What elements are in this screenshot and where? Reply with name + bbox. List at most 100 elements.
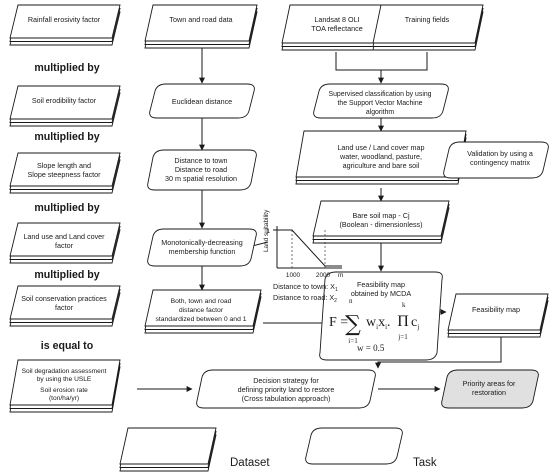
landcover-line-2: water, woodland, pasture, xyxy=(339,152,422,161)
arrow-training-to-svm xyxy=(381,52,428,71)
validation-line-2: contingency matrix xyxy=(470,158,530,167)
dataset-conservation-factor xyxy=(9,285,121,327)
operator-multiplied-2: multiplied by xyxy=(34,131,99,143)
operator-multiplied-4: multiplied by xyxy=(34,269,99,281)
priority-line-1: Priority areas for xyxy=(463,379,516,388)
dataset-slope-factor xyxy=(9,152,121,194)
graph-caption-town: Distance to town: X1 xyxy=(273,282,338,293)
usle-line-3: Soil erosion rate xyxy=(40,387,88,394)
membership-line-1: Monotonically-decreasing xyxy=(161,238,243,247)
formula-pi-top: k xyxy=(402,301,406,309)
task-euclidean-distance xyxy=(149,83,255,119)
dataset-baresoil-map xyxy=(312,200,450,244)
task-mcda-feasibility xyxy=(319,271,443,361)
dataset-landcover-factor xyxy=(9,222,121,264)
formula-sigma-bottom: i=1 xyxy=(348,337,358,345)
standardized-line-2: distance factor xyxy=(179,307,224,314)
baresoil-line-1: Bare soil map - Cj xyxy=(352,211,410,220)
arrow-feasibility-to-decision xyxy=(375,337,502,369)
arrow-landsat-to-svm xyxy=(335,52,384,84)
slope-factor-line-2: Slope steepness factor xyxy=(27,170,101,179)
legend-dataset-label: Dataset xyxy=(230,457,270,469)
legend-task-label: Task xyxy=(413,457,437,469)
usle-line-1: Soil degradation assessment xyxy=(22,368,107,375)
task-decision-strategy xyxy=(196,369,376,409)
formula-sigma: ∑ xyxy=(345,312,361,337)
feasibility-task-line-1: Feasibility map xyxy=(357,280,405,289)
mcda-formula: F = n ∑ i=1 wixi. k Π j=1 cj w = 0.5 xyxy=(329,297,419,353)
task-distance-calculation xyxy=(147,149,257,191)
dataset-town-road-data xyxy=(144,4,258,49)
standardized-line-3: standardized between 0 and 1 xyxy=(155,316,246,323)
task-membership-function xyxy=(147,228,257,267)
rainfall-factor-label: Rainfall erosivity factor xyxy=(28,15,101,24)
graph-x-tick-2000: 2000 xyxy=(316,272,331,279)
operator-multiplied-3: multiplied by xyxy=(34,202,99,214)
graph-y-label: Land suitability xyxy=(263,209,270,252)
formula-pi: Π xyxy=(397,313,409,330)
task-shapes xyxy=(147,83,549,465)
dataset-landcover-map xyxy=(295,130,467,185)
slope-factor-line-1: Slope length and xyxy=(37,161,91,170)
landcover-factor-line-2: factor xyxy=(55,241,74,250)
distance-line-3: 30 m spatial resolution xyxy=(165,174,237,183)
svm-line-2: the Support Vector Machine xyxy=(337,100,422,107)
dataset-shapes xyxy=(9,4,549,472)
conservation-factor-line-2: factor xyxy=(55,303,74,312)
formula-c-term: cj xyxy=(411,315,419,331)
conservation-factor-line-1: Soil conservation practices xyxy=(21,294,107,303)
membership-function-graph: Land suitability 1 1000 2000 m Distance … xyxy=(263,209,343,304)
legend-task-symbol xyxy=(305,427,403,465)
dataset-rainfall-erosivity xyxy=(9,4,121,46)
usle-line-2: by using the USLE xyxy=(37,376,92,383)
operator-equal: is equal to xyxy=(41,340,94,352)
decision-line-2: defining priority land to restore xyxy=(238,385,335,394)
svm-line-1: Supervised classification by using xyxy=(328,91,431,98)
dataset-soil-erodibility xyxy=(9,85,121,127)
feasibility-task-line-2: obtained by MCDA xyxy=(351,289,412,298)
feasibility-map-label: Feasibility map xyxy=(472,305,520,314)
task-priority-areas xyxy=(441,369,539,409)
dataset-training-fields xyxy=(372,4,484,51)
task-svm-classification xyxy=(313,83,449,119)
membership-line-2: membership function xyxy=(169,247,236,256)
task-validation xyxy=(443,141,549,179)
landcover-line-3: agriculture and bare soil xyxy=(343,161,420,170)
usle-line-4: (ton/ha/yr) xyxy=(49,395,79,402)
formula-f: F = xyxy=(329,315,348,330)
graph-caption-road: Distance to road: X2 xyxy=(273,293,337,304)
right-column: Landsat 8 OLI TOA reflectance Training f… xyxy=(311,15,533,397)
landcover-line-1: Land use / Land cover map xyxy=(337,143,424,152)
graph-membership-curve xyxy=(277,229,342,267)
dataset-standardized-distance xyxy=(144,289,262,334)
soil-erodibility-label: Soil erodibility factor xyxy=(32,96,97,105)
decision-line-3: (Cross tabulation approach) xyxy=(242,394,331,403)
graph-x-tick-1000: 1000 xyxy=(286,272,301,279)
landsat-line-2: TOA reflectance xyxy=(311,24,362,33)
baresoil-line-2: (Boolean - dimensionless) xyxy=(339,220,422,229)
dataset-feasibility-map xyxy=(447,293,549,338)
operator-multiplied-1: multiplied by xyxy=(34,62,99,74)
town-road-data-label: Town and road data xyxy=(169,15,232,24)
validation-line-1: Validation by using a xyxy=(467,149,533,158)
graph-y-tick-label: 1 xyxy=(266,228,270,235)
dataset-landsat xyxy=(281,4,393,51)
svm-line-3: algorithm xyxy=(366,109,395,116)
decision-line-1: Decision strategy for xyxy=(253,376,319,385)
graph-x-unit: m xyxy=(338,272,343,279)
formula-weight: w = 0.5 xyxy=(357,343,385,353)
landcover-factor-line-1: Land use and Land cover xyxy=(23,232,105,241)
left-column: Rainfall erosivity factor multiplied by … xyxy=(21,15,107,402)
distance-line-1: Distance to town xyxy=(174,156,227,165)
legend: Dataset Task xyxy=(230,457,437,469)
formula-weighted-terms: wixi. xyxy=(366,315,391,331)
legend-dataset-symbol xyxy=(119,427,217,472)
euclidean-distance-label: Euclidean distance xyxy=(172,97,232,106)
standardized-line-1: Both, town and road xyxy=(171,298,232,305)
distance-line-2: Distance to road xyxy=(175,165,227,174)
landsat-line-1: Landsat 8 OLI xyxy=(314,15,359,24)
training-fields-label: Training fields xyxy=(405,15,450,24)
priority-line-2: restoration xyxy=(472,388,506,397)
formula-pi-bottom: j=1 xyxy=(397,333,408,341)
